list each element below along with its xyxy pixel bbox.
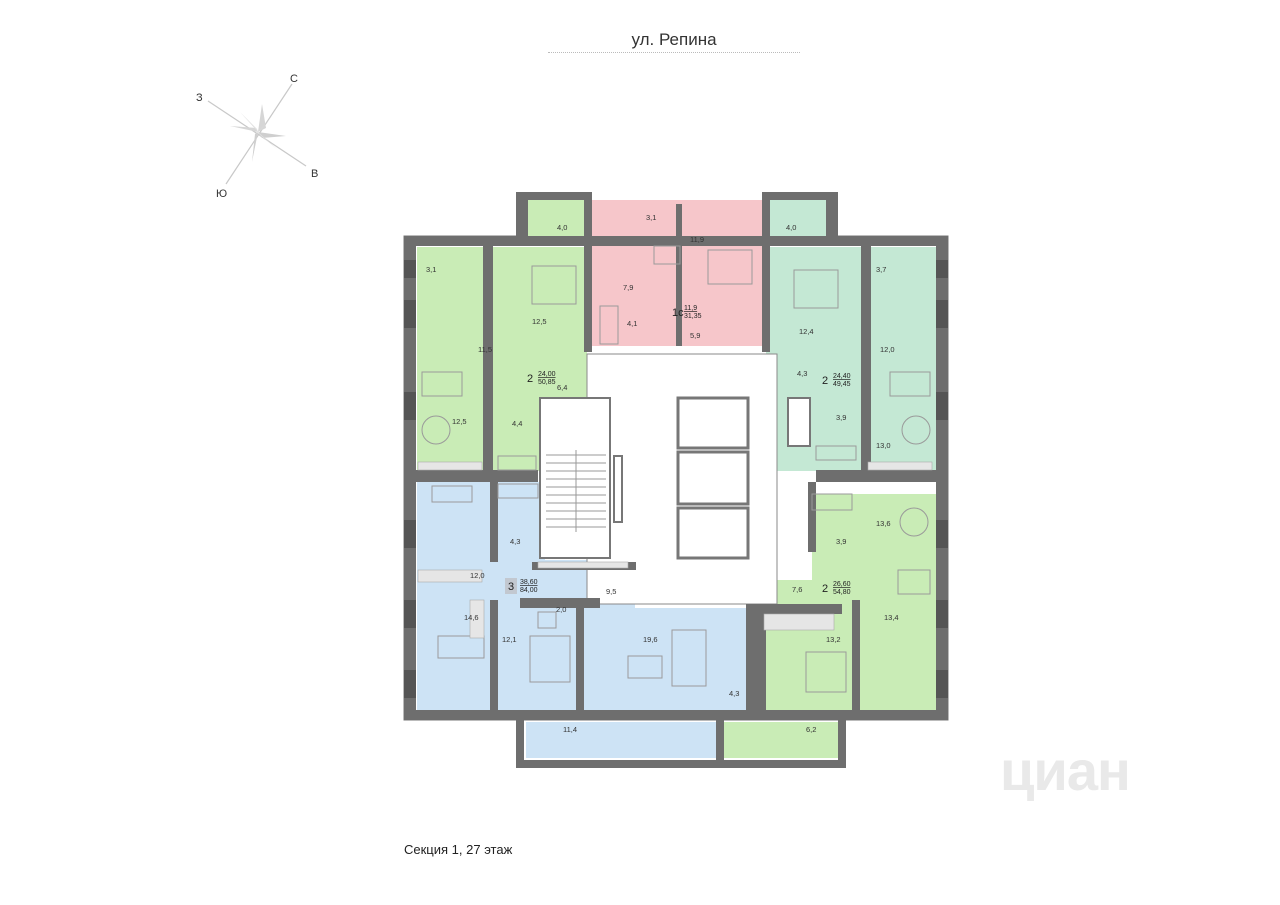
room-area: 13,4 bbox=[884, 613, 899, 622]
building bbox=[403, 192, 949, 768]
apartment-5 bbox=[724, 494, 936, 758]
elevator-3 bbox=[676, 506, 750, 560]
room-area: 2,0 bbox=[556, 605, 566, 614]
furniture bbox=[421, 245, 931, 693]
elevator-2 bbox=[676, 450, 750, 506]
apartment-tag-4: 3 38,60 84,00 bbox=[505, 578, 538, 594]
apartment-total: 31,35 bbox=[684, 313, 702, 320]
room-area: 3,9 bbox=[836, 537, 846, 546]
room-area: 19,6 bbox=[643, 635, 658, 644]
table-icon bbox=[901, 415, 931, 445]
apartment-tags: 1с 11,9 31,35 2 24,00 50,85 2 24,40 49,4… bbox=[505, 305, 851, 596]
apartment-tag-5: 2 26,60 54,80 bbox=[822, 581, 851, 596]
room-area: 4,4 bbox=[512, 419, 522, 428]
watermark: циан bbox=[1000, 739, 1131, 802]
sofa-icon bbox=[889, 371, 931, 397]
room-area: 5,9 bbox=[690, 331, 700, 340]
bathtub-icon bbox=[599, 305, 619, 345]
bed-icon bbox=[707, 249, 753, 285]
street-label: ул. Репина bbox=[631, 30, 717, 49]
room-area: 12,4 bbox=[799, 327, 814, 336]
table-icon bbox=[627, 655, 663, 679]
floor-caption: Секция 1, 27 этаж bbox=[404, 842, 513, 857]
room-area: 11,9 bbox=[690, 235, 704, 244]
apartment-rooms: 2 bbox=[527, 373, 533, 385]
apartment-living: 24,00 bbox=[538, 371, 556, 378]
apartment-rooms: 1с bbox=[672, 307, 684, 319]
room-area: 12,0 bbox=[470, 571, 485, 580]
room-area: 13,2 bbox=[826, 635, 841, 644]
sofa-icon bbox=[897, 569, 931, 595]
room-area: 4,3 bbox=[510, 537, 520, 546]
bed-icon bbox=[531, 265, 577, 305]
apartment-total: 50,85 bbox=[538, 379, 556, 386]
table-icon bbox=[653, 245, 681, 265]
apartment-total: 54,80 bbox=[833, 589, 851, 596]
room-area: 7,6 bbox=[792, 585, 802, 594]
room-area: 3,9 bbox=[836, 413, 846, 422]
room-area: 12,0 bbox=[880, 345, 895, 354]
room-area: 6,2 bbox=[806, 725, 816, 734]
room-area: 9,5 bbox=[606, 587, 616, 596]
apartment-living: 38,60 bbox=[520, 579, 538, 586]
room-area: 4,3 bbox=[797, 369, 807, 378]
compass-south: Ю bbox=[216, 188, 227, 200]
bed-icon bbox=[793, 269, 839, 309]
window-strips bbox=[417, 461, 933, 639]
table-icon bbox=[421, 415, 451, 445]
room-labels: 3,1 11,9 7,9 4,1 5,9 4,0 3,1 12,5 11,5 6… bbox=[426, 213, 899, 734]
bathtub-icon bbox=[537, 611, 557, 629]
compass-rose: С З В Ю bbox=[196, 73, 318, 200]
room-area: 14,6 bbox=[464, 613, 479, 622]
compass-east: В bbox=[311, 168, 318, 180]
room-area: 3,7 bbox=[876, 265, 886, 274]
room-area: 4,0 bbox=[786, 223, 796, 232]
apartment-living: 11,9 bbox=[684, 305, 697, 312]
room-area: 13,6 bbox=[876, 519, 891, 528]
apartment-tag-3: 2 24,40 49,45 bbox=[822, 373, 851, 388]
bathtub-icon bbox=[497, 483, 539, 499]
apartment-total: 84,00 bbox=[520, 587, 538, 594]
interior-walls bbox=[404, 192, 948, 768]
apartment-rooms: 2 bbox=[822, 583, 828, 595]
apartment-tag-2: 2 24,00 50,85 bbox=[527, 371, 556, 386]
bathtub-icon bbox=[431, 485, 473, 503]
room-area: 12,5 bbox=[532, 317, 547, 326]
stairwell bbox=[539, 397, 611, 559]
room-area: 11,5 bbox=[478, 345, 492, 354]
stair-treads bbox=[546, 450, 606, 532]
apartment-tag-1: 1с 11,9 31,35 bbox=[672, 305, 702, 320]
apartment-living: 26,60 bbox=[833, 581, 851, 588]
room-area: 3,1 bbox=[646, 213, 656, 222]
bed-icon bbox=[437, 635, 485, 659]
apartment-rooms: 2 bbox=[822, 375, 828, 387]
bed-icon bbox=[529, 635, 571, 683]
table-icon bbox=[899, 507, 929, 537]
room-area: 12,5 bbox=[452, 417, 467, 426]
room-area: 4,1 bbox=[627, 319, 637, 328]
room-area: 13,0 bbox=[876, 441, 891, 450]
apartment-rooms: 3 bbox=[508, 581, 514, 593]
street-line bbox=[548, 52, 800, 53]
room-area: 4,0 bbox=[557, 223, 567, 232]
sofa-icon bbox=[671, 629, 707, 687]
bathtub-icon bbox=[815, 445, 857, 461]
room-area: 12,1 bbox=[502, 635, 517, 644]
compass-west: З bbox=[196, 92, 203, 104]
room-area: 3,1 bbox=[426, 265, 436, 274]
bathtub-icon bbox=[497, 455, 537, 471]
compass-north: С bbox=[290, 73, 298, 85]
room-area: 4,3 bbox=[729, 689, 739, 698]
apartment-living: 24,40 bbox=[833, 373, 851, 380]
bathtub-icon bbox=[811, 493, 853, 511]
sofa-icon bbox=[421, 371, 463, 397]
bed-icon bbox=[805, 651, 847, 693]
room-area: 6,4 bbox=[557, 383, 567, 392]
apartment-total: 49,45 bbox=[833, 381, 851, 388]
room-area: 7,9 bbox=[623, 283, 633, 292]
elevator-1 bbox=[676, 396, 750, 450]
room-area: 11,4 bbox=[563, 725, 577, 734]
